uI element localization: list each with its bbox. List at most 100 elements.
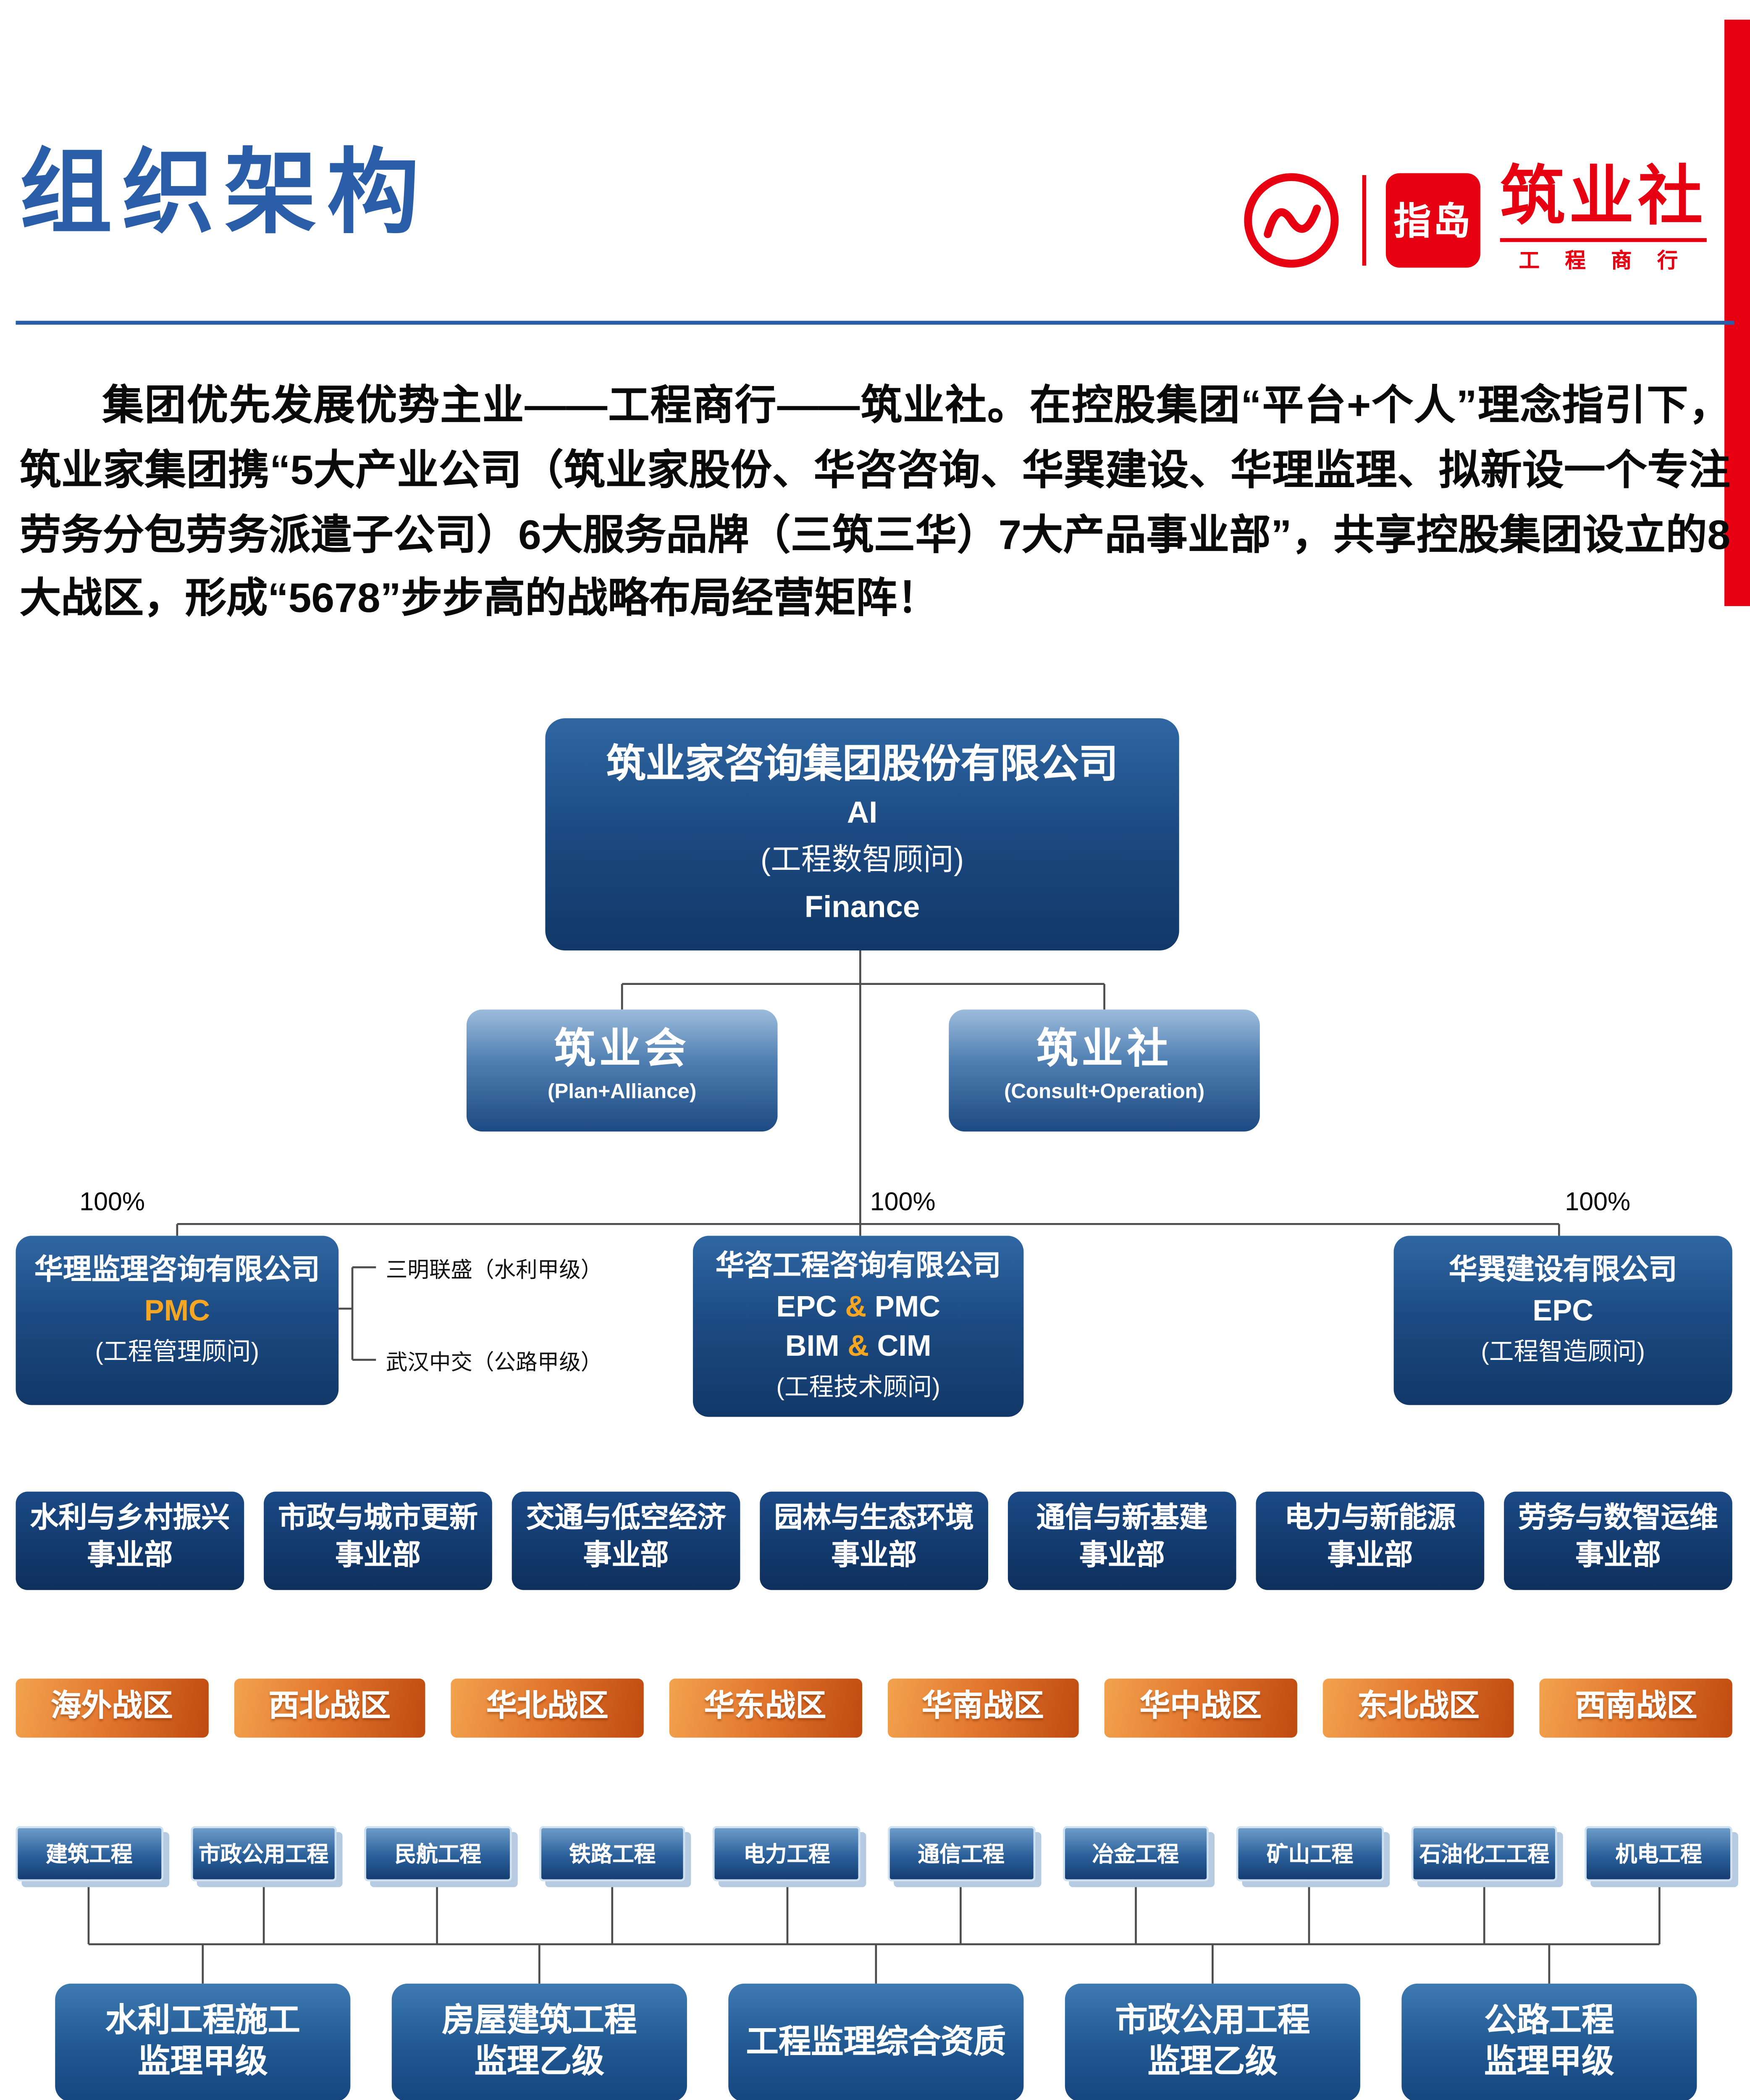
company-name: 华巽建设有限公司 [1448,1255,1677,1287]
division-box: 电力与新能源事业部 [1256,1491,1485,1590]
region-box: 西北战区 [234,1678,426,1738]
company-name: 华咨工程咨询有限公司 [715,1251,1001,1283]
qualification-line1: 水利工程施工 [105,2003,300,2039]
page-title: 组织架构 [19,144,429,246]
division-box: 市政与城市更新事业部 [264,1491,492,1590]
qualification-box: 市政公用工程监理乙级 [1065,1983,1360,2100]
division-line1: 水利与乡村振兴 [30,1503,230,1535]
qualification-line1: 市政公用工程 [1115,2003,1310,2039]
region-box: 华中战区 [1105,1678,1297,1738]
division-line2: 事业部 [583,1541,669,1572]
engineering-box: 矿山工程 [1236,1826,1384,1882]
brand-box-title: 筑业会 [554,1027,690,1073]
company-sub: (工程技术顾问) [776,1373,940,1402]
division-box: 通信与新基建事业部 [1007,1491,1236,1590]
division-line2: 事业部 [1575,1541,1661,1572]
engineering-box: 石油化工工程 [1411,1826,1558,1882]
ownership-label: 100% [870,1187,936,1216]
company-name: 华理监理咨询有限公司 [34,1255,320,1287]
title-rule [16,320,1734,325]
company-box-huazi: 华咨工程咨询有限公司 EPC & PMC BIM & CIM (工程技术顾问) [693,1236,1024,1417]
division-line1: 园林与生态环境 [774,1503,974,1535]
division-line1: 市政与城市更新 [278,1503,478,1535]
logo-divider [1362,175,1366,265]
company-sub: (工程管理顾问) [95,1338,260,1366]
intro-paragraph: 集团优先发展优势主业——工程商行——筑业社。在控股集团“平台+个人”理念指引下，… [19,383,1731,622]
division-box: 园林与生态环境事业部 [760,1491,989,1590]
division-box: 水利与乡村振兴事业部 [16,1491,244,1590]
qualification-line1: 公路工程 [1484,2003,1614,2039]
company-tag-line1: EPC & PMC [693,1289,1023,1328]
division-line2: 事业部 [1079,1541,1165,1572]
qualification-line1: 房屋建筑工程 [442,2003,637,2039]
engineering-box: 建筑工程 [16,1826,163,1882]
root-line-sub: (工程数智顾问) [760,844,964,878]
tag-bim: BIM [785,1330,840,1364]
tag-cim: CIM [877,1330,931,1364]
brand-box-zhuyeshe: 筑业社 (Consult+Operation) [949,1009,1260,1132]
region-box: 西南战区 [1540,1678,1732,1738]
ownership-label: 100% [1565,1187,1630,1216]
engineering-box: 铁路工程 [539,1826,686,1882]
regions-row: 海外战区 西北战区 华北战区 华东战区 华南战区 华中战区 东北战区 西南战区 [16,1678,1732,1738]
divisions-row: 水利与乡村振兴事业部 市政与城市更新事业部 交通与低空经济事业部 园林与生态环境… [16,1491,1732,1590]
ampersand: & [847,1330,869,1364]
company-tag-line2: BIM & CIM [693,1328,1023,1368]
qualification-line2: 监理甲级 [1484,2045,1614,2080]
qualification-box: 公路工程监理甲级 [1401,1983,1697,2100]
division-line1: 劳务与数智运维 [1518,1503,1718,1535]
root-line-ai: AI [847,797,878,831]
division-box: 交通与低空经济事业部 [512,1491,740,1590]
brand-box-zhuyehui: 筑业会 (Plan+Alliance) [466,1009,778,1132]
company-tag: EPC [1532,1294,1594,1328]
engineering-box: 市政公用工程 [190,1826,337,1882]
brand-name: 筑业社 [1500,163,1707,234]
qualification-line1: 工程监理综合资质 [746,2024,1006,2060]
engineering-row: 建筑工程 市政公用工程 民航工程 铁路工程 电力工程 通信工程 冶金工程 矿山工… [16,1826,1732,1882]
division-line2: 事业部 [335,1541,421,1572]
ampersand: & [845,1291,867,1325]
company-sub: (工程智造顾问) [1481,1338,1645,1366]
engineering-box: 机电工程 [1585,1826,1732,1882]
qualifications-row: 水利工程施工监理甲级 房屋建筑工程监理乙级 工程监理综合资质 市政公用工程监理乙… [55,1983,1697,2100]
brand-box-sub: (Consult+Operation) [1004,1080,1205,1104]
engineering-box: 民航工程 [365,1826,512,1882]
region-box: 华北战区 [451,1678,644,1738]
brand-block: 筑业社 工 程 商 行 [1500,165,1707,275]
red-accent-bar [1724,19,1750,606]
logo-circle-icon [1244,173,1339,268]
brand-box-title: 筑业社 [1036,1027,1173,1073]
division-line1: 交通与低空经济 [526,1503,726,1535]
logo: 指岛 筑业社 工 程 商 行 [1240,165,1707,275]
company-tag: PMC [144,1294,210,1328]
root-line-finance: Finance [804,891,920,925]
qualification-line2: 监理乙级 [1147,2045,1278,2080]
region-box: 华南战区 [887,1678,1079,1738]
tag-pmc: PMC [874,1291,941,1325]
division-line2: 事业部 [1327,1541,1413,1572]
brand-box-sub: (Plan+Alliance) [548,1080,697,1104]
qualification-line2: 监理甲级 [138,2045,268,2080]
division-line2: 事业部 [831,1541,917,1572]
engineering-box: 电力工程 [713,1826,861,1882]
tag-epc: EPC [776,1291,837,1325]
qualification-box: 工程监理综合资质 [728,1983,1024,2100]
org-connectors [87,950,1661,1984]
company-box-huaxun: 华巽建设有限公司 EPC (工程智造顾问) [1393,1236,1732,1405]
region-box: 海外战区 [16,1678,208,1738]
division-box: 劳务与数智运维事业部 [1504,1491,1732,1590]
division-line2: 事业部 [87,1541,173,1572]
logo-badge: 指岛 [1385,173,1480,268]
region-box: 东北战区 [1322,1678,1515,1738]
engineering-box: 冶金工程 [1062,1826,1209,1882]
division-line1: 通信与新基建 [1036,1503,1208,1535]
root-company-box: 筑业家咨询集团股份有限公司 AI (工程数智顾问) Finance [545,718,1179,951]
partner-label: 武汉中交（公路甲级） [386,1352,603,1376]
qualification-line2: 监理乙级 [474,2045,605,2080]
division-line1: 电力与新能源 [1284,1503,1456,1535]
qualification-box: 房屋建筑工程监理乙级 [391,1983,687,2100]
qualification-box: 水利工程施工监理甲级 [55,1983,351,2100]
ownership-label: 100% [79,1187,145,1216]
